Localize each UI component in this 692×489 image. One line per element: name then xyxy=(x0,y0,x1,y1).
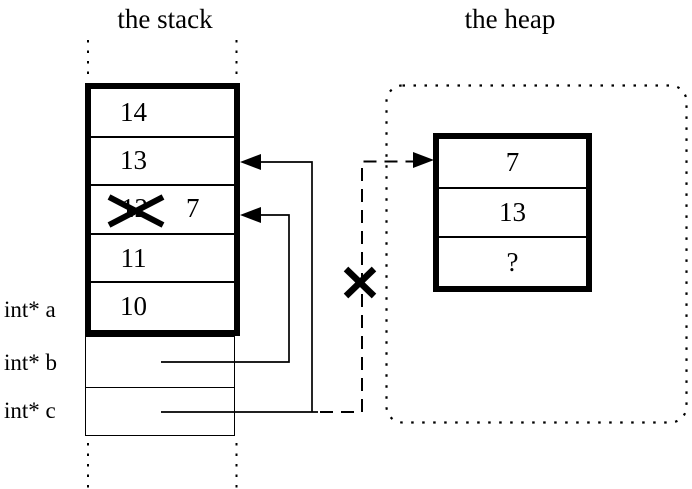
stack-pointer-cells xyxy=(85,336,235,436)
dangling-pointer-dashed-line xyxy=(320,160,414,413)
stack-cell-overwritten: 12 7 xyxy=(91,186,234,235)
cross-out-icon xyxy=(343,266,377,299)
pointer-b-arrowhead-icon xyxy=(240,207,261,223)
heap-cell-value: 13 xyxy=(499,197,526,227)
label-int-pointer-c: int* c xyxy=(4,398,56,423)
heap-cell: ? xyxy=(439,238,586,286)
stack-cell-value: 11 xyxy=(120,242,147,273)
label-int-pointer-a: int* a xyxy=(4,297,56,322)
heap-cell-value: ? xyxy=(506,246,519,277)
stack-cell-value: 10 xyxy=(120,291,147,322)
heap-cell: 7 xyxy=(439,139,586,189)
heap-cell: 13 xyxy=(439,189,586,239)
heap-title: the heap xyxy=(464,4,556,34)
stack-title: the stack xyxy=(117,4,213,34)
heap-cell-value: 7 xyxy=(505,147,520,178)
stack-cell: 10 xyxy=(91,283,234,330)
stack-cell: 11 xyxy=(91,235,234,284)
stack-cell-new-value: 7 xyxy=(186,193,200,224)
stack-box: 14 13 12 7 11 10 xyxy=(85,83,240,336)
stack-cell: 13 xyxy=(91,138,234,187)
pointer-c-arrowhead-icon xyxy=(240,154,261,170)
label-int-pointer-b: int* b xyxy=(4,350,58,375)
stack-cell-value: 13 xyxy=(120,145,147,176)
dangling-pointer-arrowhead-icon xyxy=(413,152,434,168)
pointer-c-cell xyxy=(86,388,234,438)
pointer-b-cell xyxy=(86,337,234,388)
pointer-c-line-vertical xyxy=(246,161,313,412)
stack-cell-old-value: 12 xyxy=(121,193,148,224)
stack-cell: 14 xyxy=(91,89,234,138)
stack-cell-value: 14 xyxy=(120,96,147,127)
heap-box: 7 13 ? xyxy=(433,133,592,292)
